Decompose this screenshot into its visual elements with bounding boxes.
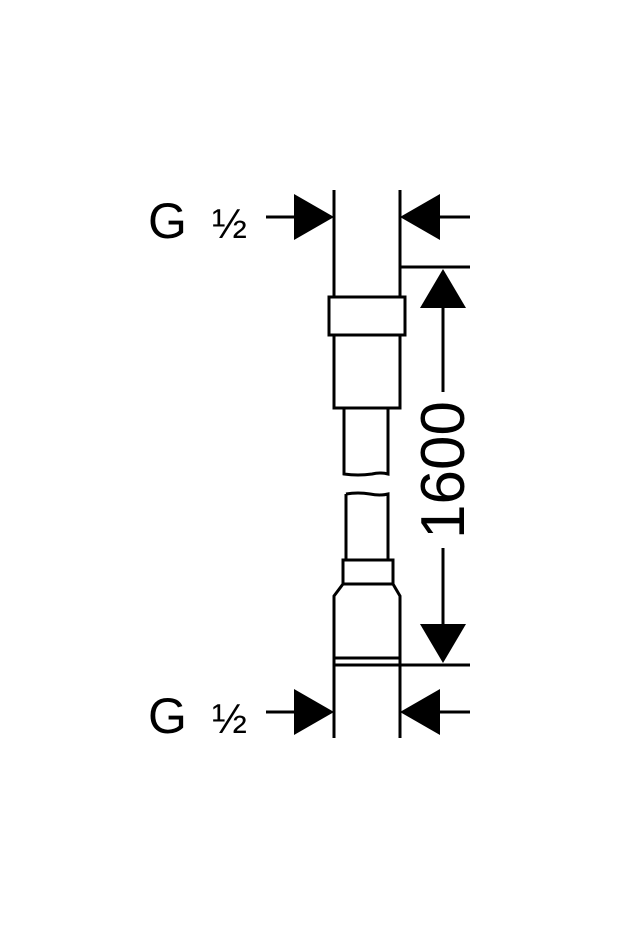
bottom-thread-callout: G ½ — [148, 665, 470, 744]
top-thread-size: ½ — [212, 200, 247, 247]
top-thread-letter: G — [148, 193, 187, 249]
lower-ferrule — [341, 558, 395, 586]
upper-collar — [327, 295, 407, 337]
lower-hose-segment — [344, 491, 390, 560]
bottom-left-arrow-head — [294, 689, 334, 735]
top-left-arrow-head — [294, 194, 334, 240]
upper-hose-segment — [342, 408, 390, 477]
bottom-thread-letter: G — [148, 688, 187, 744]
lower-cone-fitting — [332, 582, 402, 667]
upper-sleeve — [332, 335, 402, 410]
length-dimension: 1600 — [400, 265, 478, 667]
top-right-arrow-head — [400, 194, 440, 240]
dimension-arrow-up — [420, 269, 466, 308]
bottom-thread-size: ½ — [212, 695, 247, 742]
length-value: 1600 — [409, 401, 478, 539]
top-thread-callout: G ½ — [148, 190, 470, 267]
dimension-arrow-down — [420, 624, 466, 663]
hose-body — [327, 267, 407, 667]
bottom-right-arrow-head — [400, 689, 440, 735]
